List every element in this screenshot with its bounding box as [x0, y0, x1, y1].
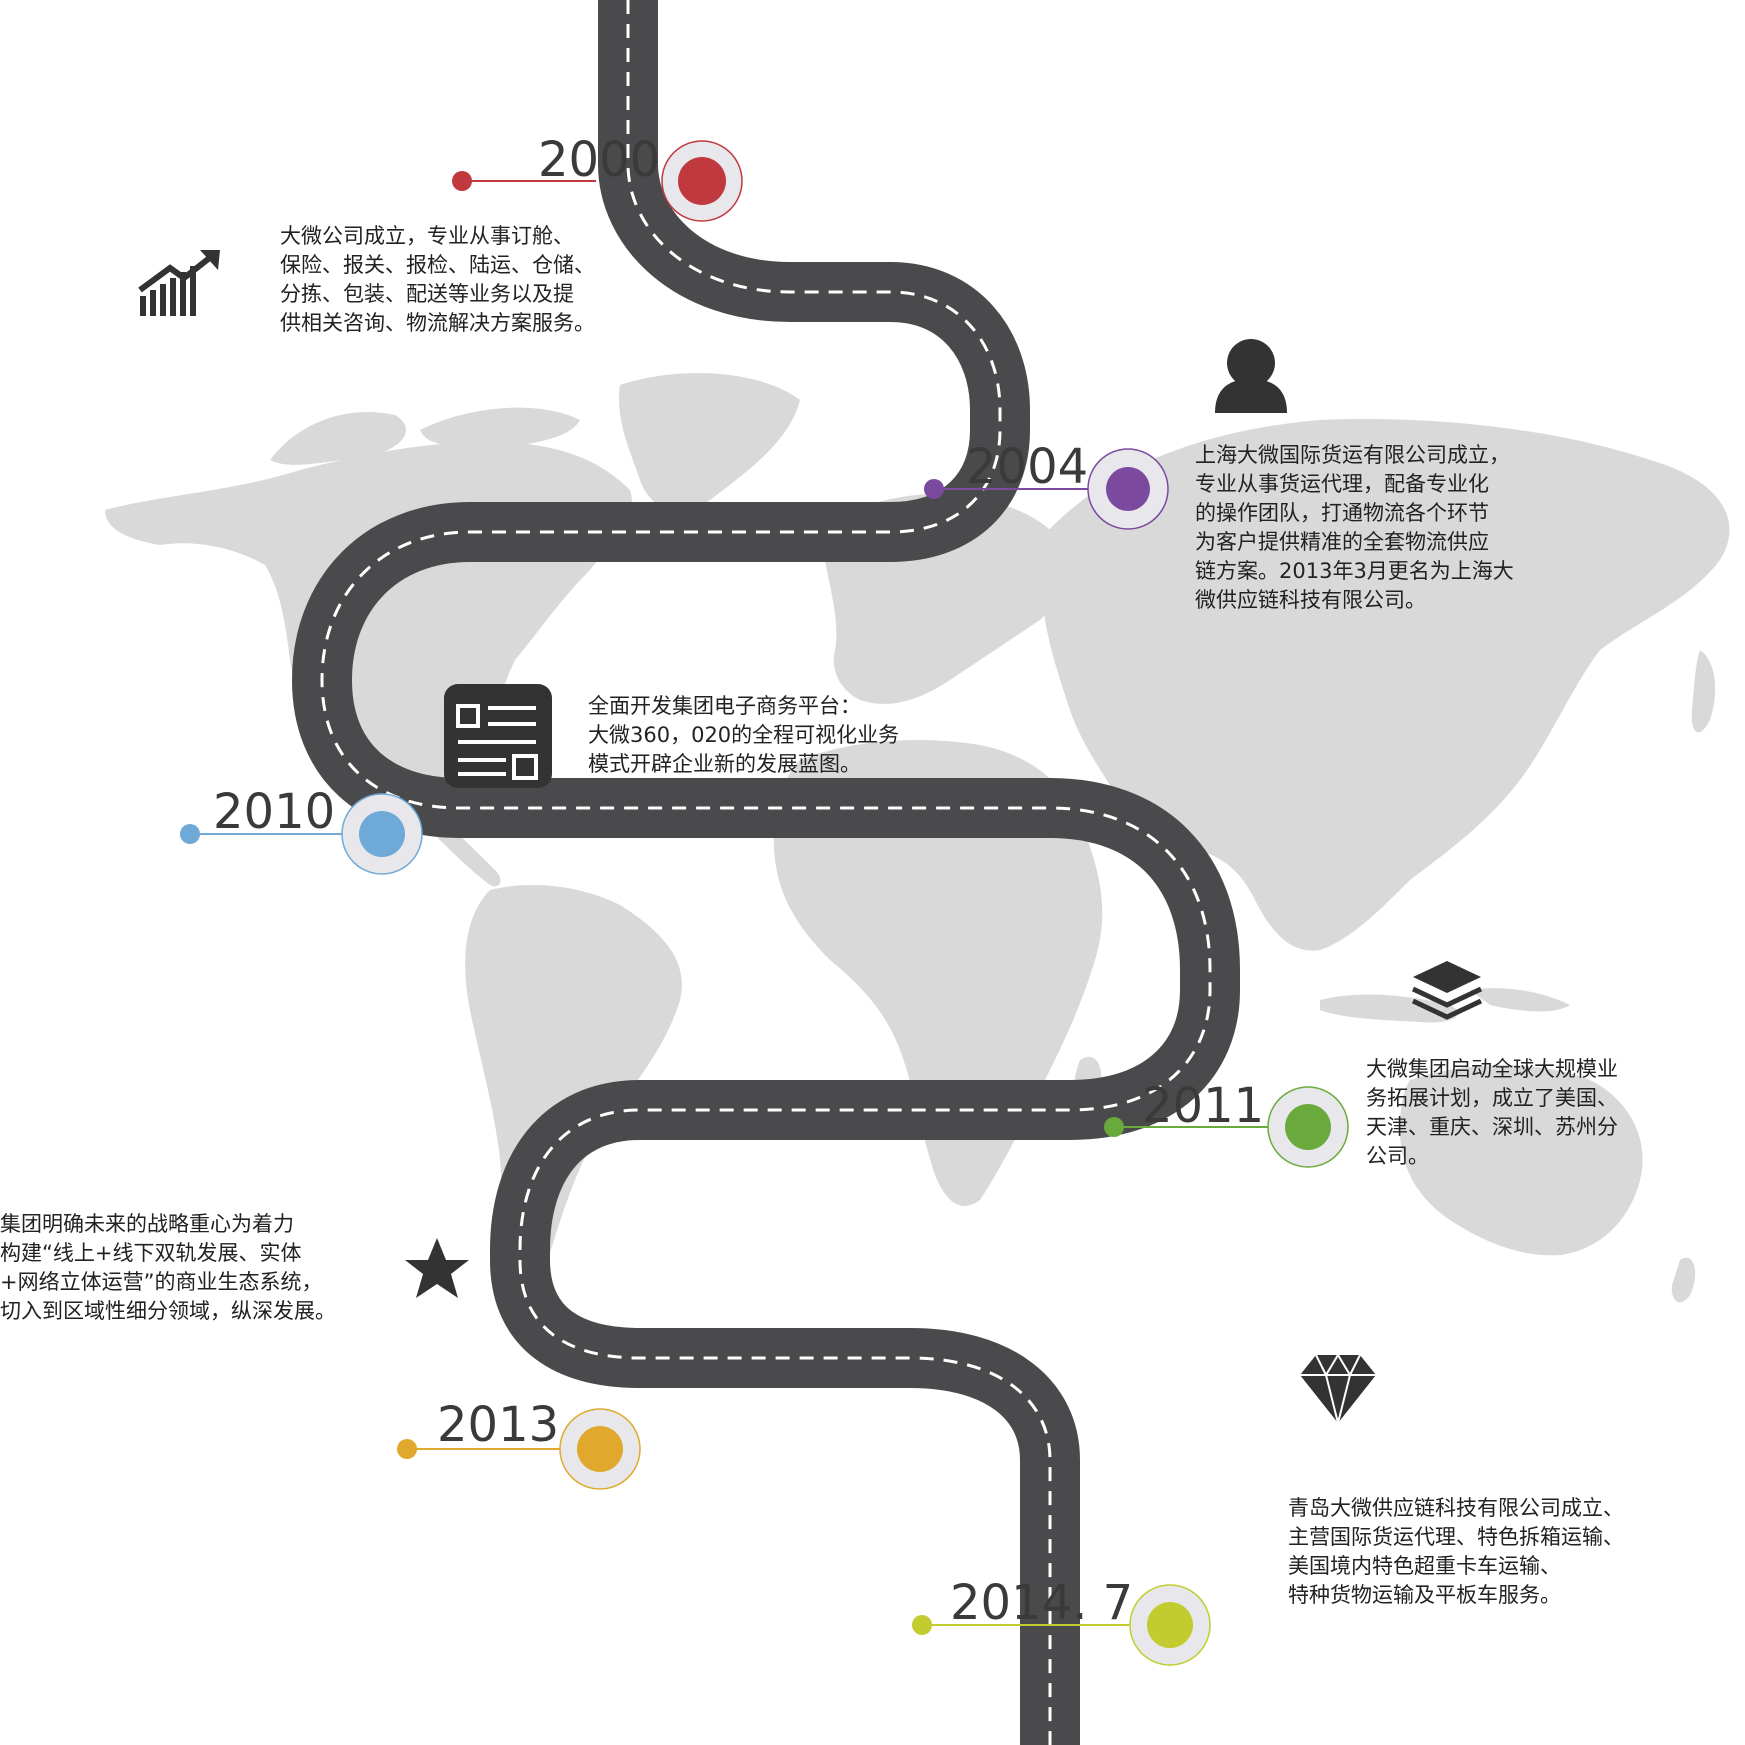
marker-2013 [559, 1408, 641, 1490]
diamond-icon [1300, 1353, 1376, 1424]
road [291, 0, 1240, 1745]
description-2011: 大微集团启动全球大规模业 务拓展计划，成立了美国、 天津、重庆、深圳、苏州分 公… [1366, 1055, 1618, 1171]
description-2010: 全面开发集团电子商务平台： 大微360，020的全程可视化业务 模式开辟企业新的… [588, 692, 899, 779]
description-line: 全面开发集团电子商务平台： [588, 694, 861, 718]
connector-dot-2011 [1104, 1117, 1124, 1137]
description-line: 青岛大微供应链科技有限公司成立、 [1288, 1496, 1624, 1520]
connector-dot-2010 [180, 824, 200, 844]
description-line: 集团明确未来的战略重心为着力 [0, 1212, 294, 1236]
description-line: 的操作团队，打通物流各个环节 [1195, 501, 1489, 525]
description-2000: 大微公司成立，专业从事订舱、 保险、报关、报检、陆运、仓储、 分拣、包装、配送等… [280, 222, 595, 338]
road-path [291, 0, 1240, 1745]
connectors [180, 171, 1268, 1635]
year-label-2004: 2004 [966, 439, 1089, 495]
year-label-2011: 2011 [1142, 1078, 1265, 1134]
marker-2004 [1087, 448, 1169, 530]
description-line: 链方案。2013年3月更名为上海大 [1195, 559, 1514, 583]
description-line: 大微公司成立，专业从事订舱、 [280, 224, 574, 248]
icons [138, 250, 1483, 1424]
marker-2014 [1129, 1584, 1211, 1666]
marker-2011 [1267, 1086, 1349, 1168]
greenland-shape [619, 373, 800, 511]
description-line: 保险、报关、报检、陆运、仓储、 [280, 253, 595, 277]
description-line: 主营国际货运代理、特色拆箱运输、 [1288, 1525, 1624, 1549]
description-line: 大微360，020的全程可视化业务 [588, 723, 900, 747]
description-line: 微供应链科技有限公司。 [1195, 588, 1426, 612]
description-line: 模式开辟企业新的发展蓝图。 [588, 752, 861, 776]
description-line: 大微集团启动全球大规模业 [1366, 1057, 1618, 1081]
connector-dot-2000 [452, 171, 472, 191]
connector-dot-2014 [912, 1615, 932, 1635]
description-line: 天津、重庆、深圳、苏州分 [1366, 1115, 1618, 1139]
year-label-2014: 2014. 7 [950, 1575, 1134, 1631]
description-2004: 上海大微国际货运有限公司成立， 专业从事货运代理，配备专业化 的操作团队，打通物… [1195, 441, 1514, 615]
asia-shape [1040, 419, 1730, 951]
new-zealand-shape [1671, 1257, 1696, 1303]
user-icon [1215, 339, 1287, 413]
description-2014: 青岛大微供应链科技有限公司成立、 主营国际货运代理、特色拆箱运输、 美国境内特色… [1288, 1494, 1624, 1610]
description-line: 公司。 [1366, 1144, 1429, 1168]
growth-chart-icon [138, 250, 220, 316]
connector-dot-2004 [924, 479, 944, 499]
description-line: 美国境内特色超重卡车运输、 [1288, 1554, 1561, 1578]
year-label-2010: 2010 [213, 784, 336, 840]
description-2013: 集团明确未来的战略重心为着力 构建“线上+线下双轨发展、实体 +网络立体运营”的… [0, 1210, 336, 1326]
connector-dot-2013 [397, 1439, 417, 1459]
layers-icon [1411, 961, 1483, 1020]
markers [341, 140, 1349, 1666]
description-line: +网络立体运营”的商业生态系统， [0, 1270, 323, 1294]
star-icon [405, 1238, 469, 1298]
description-line: 专业从事货运代理，配备专业化 [1195, 472, 1489, 496]
description-line: 构建“线上+线下双轨发展、实体 [0, 1241, 302, 1265]
description-line: 特种货物运输及平板车服务。 [1288, 1583, 1561, 1607]
year-label-2013: 2013 [437, 1397, 560, 1453]
arctic-islands-shape [270, 407, 580, 465]
description-line: 务拓展计划，成立了美国、 [1366, 1086, 1618, 1110]
description-line: 供相关咨询、物流解决方案服务。 [280, 311, 595, 335]
description-line: 为客户提供精准的全套物流供应 [1195, 530, 1489, 554]
central-america-shape [435, 799, 560, 887]
australia-shape [1400, 1065, 1643, 1256]
description-line: 分拣、包装、配送等业务以及提 [280, 282, 574, 306]
japan-shape [1691, 650, 1716, 733]
document-icon [444, 684, 552, 788]
marker-2010 [341, 793, 423, 875]
year-label-2000: 2000 [538, 132, 661, 188]
description-line: 切入到区域性细分领域，纵深发展。 [0, 1299, 336, 1323]
description-line: 上海大微国际货运有限公司成立， [1195, 443, 1510, 467]
marker-2000 [661, 140, 743, 222]
